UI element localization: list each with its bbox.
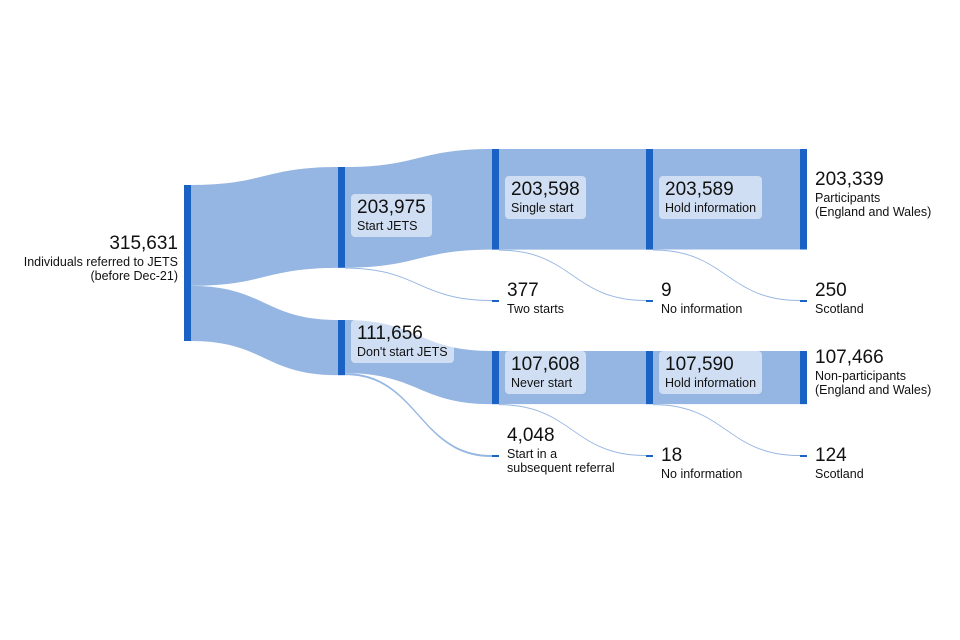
node-name: Never start — [511, 375, 573, 390]
node-no_info_1 — [646, 300, 653, 302]
node-value: 4,048 — [507, 425, 555, 446]
node-name: Scotland — [815, 301, 864, 316]
node-name: Hold information — [665, 200, 757, 215]
node-value: 9 — [661, 280, 672, 301]
node-value: 18 — [661, 445, 683, 466]
node-value: 107,466 — [815, 347, 884, 368]
node-never_start — [492, 351, 499, 405]
node-referred — [184, 185, 191, 341]
link-never_start-to-no_info_2 — [499, 404, 646, 456]
node-value: 111,656 — [357, 323, 423, 344]
node-name: Two starts — [507, 301, 564, 316]
node-start_jets — [338, 167, 345, 268]
node-name: Individuals referred to JETS (before Dec… — [23, 254, 178, 284]
link-referred-to-dont_start — [191, 285, 338, 376]
node-name: Hold information — [665, 375, 757, 390]
node-name: Single start — [511, 200, 574, 215]
node-value: 203,975 — [357, 197, 426, 218]
node-name: Participants (England and Wales) — [815, 190, 932, 220]
node-value: 107,608 — [511, 354, 580, 375]
node-value: 203,589 — [665, 179, 734, 200]
link-dont_start-to-subsequent — [345, 373, 492, 458]
node-participants — [800, 149, 807, 250]
node-scotland_1 — [800, 300, 807, 302]
node-value: 203,339 — [815, 169, 884, 190]
node-non_participants — [800, 351, 807, 405]
node-subsequent — [492, 455, 499, 458]
node-name: Scotland — [815, 466, 864, 481]
node-value: 377 — [507, 280, 539, 301]
node-hold_info_1 — [646, 149, 653, 250]
node-scotland_2 — [800, 455, 807, 457]
node-single_start — [492, 149, 499, 250]
node-name: No information — [661, 301, 743, 316]
node-name: Don't start JETS — [357, 344, 448, 359]
link-start_jets-to-two_starts — [345, 267, 492, 301]
node-hold_info_2 — [646, 351, 653, 405]
link-hold_info_1-to-scotland_1 — [653, 249, 800, 301]
node-dont_start — [338, 320, 345, 376]
node-value: 250 — [815, 280, 847, 301]
node-name: Non-participants (England and Wales) — [815, 368, 932, 398]
link-single_start-to-no_info_1 — [499, 249, 646, 301]
node-value: 107,590 — [665, 354, 734, 375]
node-value: 124 — [815, 445, 847, 466]
link-referred-to-start_jets — [191, 167, 338, 286]
node-two_starts — [492, 300, 499, 302]
link-hold_info_2-to-scotland_2 — [653, 404, 800, 456]
node-value: 203,598 — [511, 179, 580, 200]
node-value: 315,631 — [109, 233, 178, 254]
node-name: Start JETS — [357, 218, 418, 233]
node-no_info_2 — [646, 455, 653, 457]
node-name: No information — [661, 466, 743, 481]
node-name: Start in a subsequent referral — [507, 446, 615, 476]
